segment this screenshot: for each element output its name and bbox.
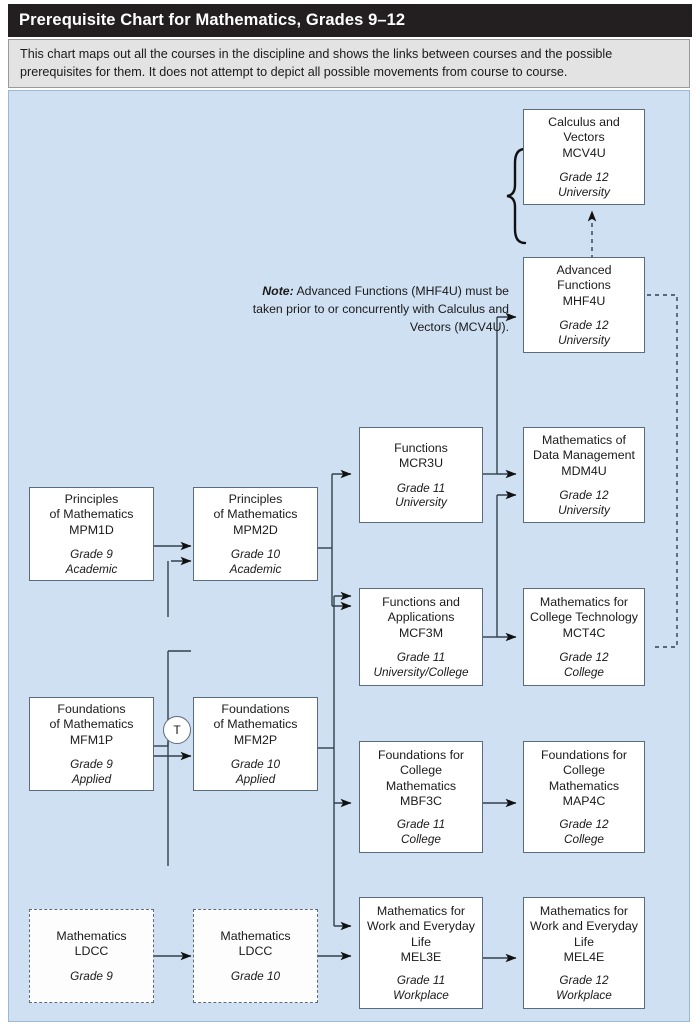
course-stream: Academic	[65, 561, 118, 576]
course-box-mcv4u[interactable]: Calculus and Vectors MCV4U Grade 12 Univ…	[523, 109, 645, 205]
course-grade: Grade 12	[559, 817, 609, 832]
course-title: Foundations of Mathematics	[49, 701, 134, 732]
course-stream: College	[563, 831, 604, 846]
course-grade: Grade 11	[396, 973, 446, 988]
course-title: Foundations of Mathematics	[213, 701, 298, 732]
course-title: Functions and Applications	[382, 594, 460, 625]
course-stream: College	[563, 664, 604, 679]
note-body: Advanced Functions (MHF4U) must be taken…	[252, 284, 509, 335]
course-box-mel3e[interactable]: Mathematics for Work and Everyday Life M…	[359, 897, 483, 1009]
course-box-mcf3m[interactable]: Functions and Applications MCF3M Grade 1…	[359, 588, 483, 686]
course-box-ldcc-grade9[interactable]: Mathematics LDCC Grade 9	[29, 909, 154, 1003]
course-stream: University	[558, 332, 610, 347]
course-code: MDM4U	[561, 463, 607, 478]
course-grade: Grade 10	[230, 968, 281, 983]
course-title: Mathematics for College Technology	[530, 594, 638, 625]
course-stream: University	[558, 502, 610, 517]
course-code: MHF4U	[562, 293, 606, 308]
course-code: MPM2D	[233, 522, 278, 537]
course-title: Advanced Functions	[556, 262, 612, 293]
course-title: Functions	[394, 440, 448, 455]
course-stream: Workplace	[393, 987, 449, 1002]
note-label: Note:	[262, 284, 294, 298]
course-box-mct4c[interactable]: Mathematics for College Technology MCT4C…	[523, 588, 645, 686]
course-title: Mathematics	[56, 928, 127, 943]
course-code: MCV4U	[562, 145, 606, 160]
course-stream: Applied	[71, 771, 112, 786]
course-grade: Grade 12	[559, 650, 609, 665]
course-box-mhf4u[interactable]: Advanced Functions MHF4U Grade 12 Univer…	[523, 257, 645, 353]
course-code: LDCC	[74, 944, 109, 959]
course-title: Principles of Mathematics	[213, 491, 298, 522]
course-code: MBF3C	[400, 794, 442, 808]
course-code: MEL4E	[563, 950, 605, 964]
course-code: MFM1P	[69, 732, 114, 747]
course-box-mfm1p[interactable]: Foundations of Mathematics MFM1P Grade 9…	[29, 697, 154, 791]
transfer-node-label: T	[173, 723, 181, 737]
course-stream: College	[400, 831, 441, 846]
connector-layer	[154, 147, 678, 963]
page-title: Prerequisite Chart for Mathematics, Grad…	[19, 11, 406, 29]
note-text: Note: Advanced Functions (MHF4U) must be…	[241, 282, 509, 337]
course-box-mpm1d[interactable]: Principles of Mathematics MPM1D Grade 9 …	[29, 487, 154, 581]
course-title: Calculus and Vectors	[548, 114, 620, 145]
course-code: MAP4C	[562, 794, 606, 808]
course-box-mcr3u[interactable]: Functions MCR3U Grade 11 University	[359, 427, 483, 523]
course-grade: Grade 9	[70, 757, 113, 772]
course-grade: Grade 9	[70, 547, 113, 562]
course-title: Mathematics for Work and Everyday Life	[530, 903, 638, 949]
title-bar: Prerequisite Chart for Mathematics, Grad…	[8, 4, 692, 37]
course-grade: Grade 11	[396, 817, 446, 832]
course-stream: University/College	[373, 664, 469, 679]
course-code: MPM1D	[69, 522, 114, 537]
course-stream: Academic	[229, 561, 282, 576]
transfer-node[interactable]: T	[163, 716, 191, 744]
course-code: MCT4C	[562, 625, 606, 640]
course-box-mpm2d[interactable]: Principles of Mathematics MPM2D Grade 10…	[193, 487, 318, 581]
course-box-mel4e[interactable]: Mathematics for Work and Everyday Life M…	[523, 897, 645, 1009]
course-grade: Grade 9	[70, 968, 113, 983]
course-stream: University	[395, 494, 447, 509]
course-stream: University	[558, 184, 610, 199]
course-grade: Grade 12	[559, 973, 609, 988]
chart-canvas: Note: Advanced Functions (MHF4U) must be…	[8, 90, 690, 1022]
course-title: Foundations for College Mathematics	[540, 747, 628, 793]
course-code: LDCC	[238, 944, 273, 959]
course-box-ldcc-grade10[interactable]: Mathematics LDCC Grade 10	[193, 909, 318, 1003]
course-grade: Grade 12	[559, 170, 609, 185]
course-box-map4c[interactable]: Foundations for College Mathematics MAP4…	[523, 741, 645, 853]
course-grade: Grade 10	[230, 757, 281, 772]
course-box-mfm2p[interactable]: Foundations of Mathematics MFM2P Grade 1…	[193, 697, 318, 791]
course-box-mbf3c[interactable]: Foundations for College Mathematics MBF3…	[359, 741, 483, 853]
course-stream: Workplace	[556, 987, 612, 1002]
course-title: Mathematics of Data Management	[533, 432, 635, 463]
course-code: MEL3E	[400, 950, 442, 964]
course-grade: Grade 12	[559, 488, 609, 503]
course-title: Foundations for College Mathematics	[377, 747, 465, 793]
course-title: Principles of Mathematics	[49, 491, 134, 522]
course-grade: Grade 10	[230, 547, 281, 562]
course-grade: Grade 11	[396, 480, 446, 495]
course-code: MFM2P	[233, 732, 278, 747]
course-title: Mathematics for Work and Everyday Life	[367, 903, 475, 949]
course-code: MCR3U	[398, 456, 444, 471]
course-box-mdm4u[interactable]: Mathematics of Data Management MDM4U Gra…	[523, 427, 645, 523]
course-grade: Grade 11	[396, 650, 446, 665]
intro-text: This chart maps out all the courses in t…	[20, 47, 613, 79]
course-grade: Grade 12	[559, 318, 609, 333]
course-stream: Applied	[235, 771, 276, 786]
course-title: Mathematics	[220, 928, 291, 943]
intro-panel: This chart maps out all the courses in t…	[8, 39, 690, 88]
course-code: MCF3M	[398, 625, 444, 640]
